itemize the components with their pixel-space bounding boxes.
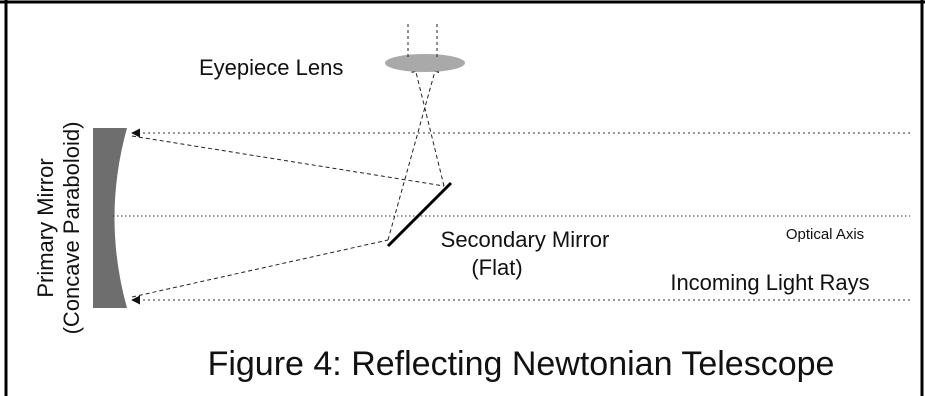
secondary-mirror (386, 181, 453, 248)
primary-mirror-label: Primary Mirror (33, 158, 58, 297)
secondary-mirror-sublabel: (Flat) (471, 255, 522, 280)
primary-mirror (93, 128, 127, 308)
eyepiece-lens (385, 54, 465, 72)
reflected-ray-top (131, 135, 445, 187)
reflected-ray-bottom (131, 239, 389, 298)
eyepiece-ray-left (411, 63, 445, 187)
incoming-light-rays-label: Incoming Light Rays (670, 270, 869, 295)
eyepiece-ray-right (387, 63, 440, 241)
figure-caption: Figure 4: Reflecting Newtonian Telescope (208, 345, 835, 383)
eyepiece-lens-label: Eyepiece Lens (199, 55, 343, 80)
optical-axis-label: Optical Axis (786, 226, 864, 243)
secondary-mirror-label: Secondary Mirror (441, 227, 610, 252)
primary-mirror-sublabel: (Concave Paraboloid) (59, 122, 84, 335)
